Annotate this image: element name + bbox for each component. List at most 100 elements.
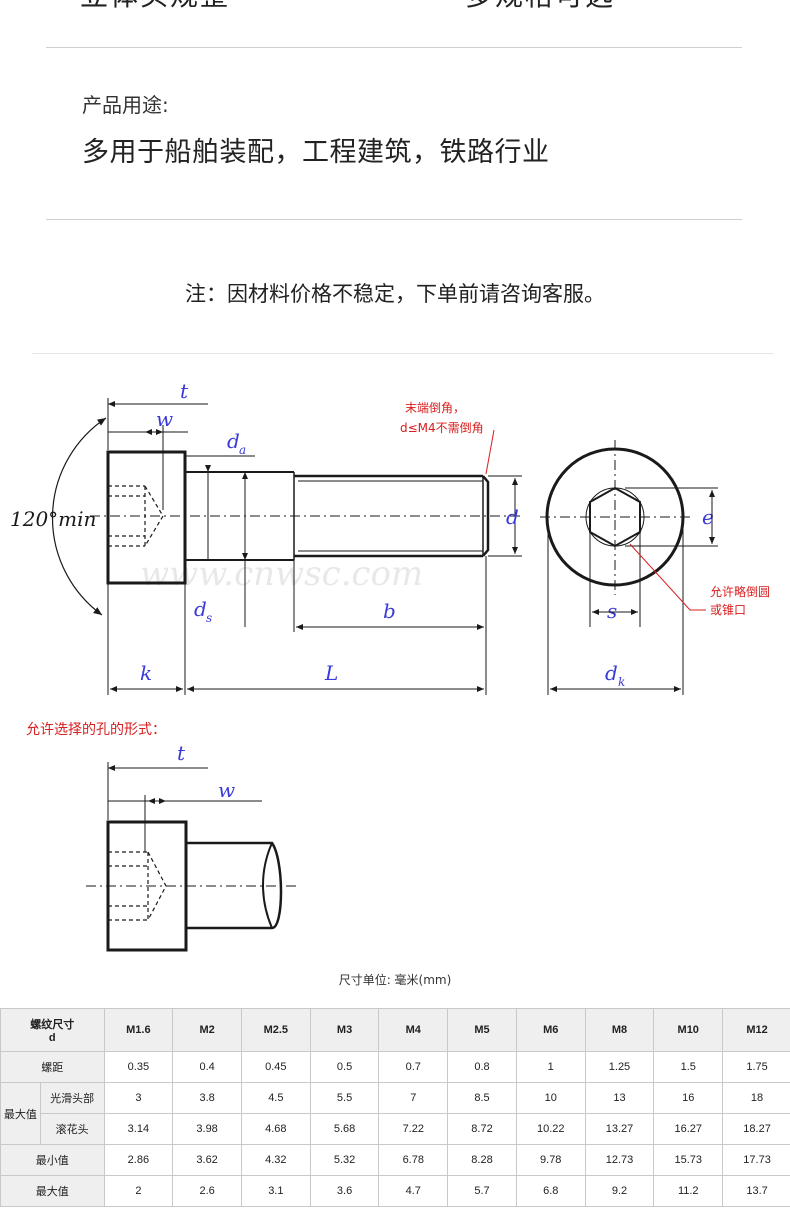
label-L: L [324,661,338,685]
table-cell: 9.2 [584,1175,655,1207]
table-cell: 4.5 [240,1082,311,1114]
row-group-label: 最大值 [0,1082,41,1145]
table-cell: 0.45 [240,1051,311,1083]
chamfer-leader [485,429,495,475]
row-label: 最大值 [0,1175,105,1207]
table-cell: 0.5 [309,1051,380,1083]
label-dk: d [605,661,618,685]
header-cut-right: 多规格可选 [465,0,615,14]
table-cell: 3.1 [240,1175,311,1207]
table-cell: 13 [584,1082,655,1114]
table-cell: 13.7 [722,1175,790,1207]
label-dk-sub: k [618,675,625,689]
table-cell: 4.68 [240,1113,311,1145]
table-cell: 3 [103,1082,174,1114]
table-cell: 4.32 [240,1144,311,1176]
corner-label: 螺纹尺寸 [30,1019,75,1031]
label-d: d [506,505,519,529]
label-s: s [607,599,617,623]
table-cell: 12.73 [584,1144,655,1176]
table-cell: 18.27 [722,1113,790,1145]
table-cell: 6.78 [378,1144,449,1176]
table-cell: 1 [515,1051,586,1083]
table-cell: 5.7 [447,1175,517,1207]
row-label: 滚花头 [39,1113,105,1145]
table-cell: 3.98 [172,1113,242,1145]
red-notes: 末端倒角， d≤M4不需倒角 允许略倒圆 或锥口 允许选择的孔的形式： [26,401,770,738]
angle-label: 120°min [10,507,96,531]
label-w: w [156,407,173,431]
label-ds: d [194,597,207,621]
note-round-2: 或锥口 [710,603,746,617]
dimension-lines [107,398,522,695]
table-cell: 1.25 [584,1051,655,1083]
table-cell: 8.5 [447,1082,517,1114]
size-header: M5 [447,1008,517,1052]
screw-side-view [90,450,520,585]
table-cell: 1.5 [653,1051,724,1083]
note-hole-forms: 允许选择的孔的形式： [26,722,166,738]
table-cell: 7.22 [378,1113,449,1145]
table-cell: 7 [378,1082,449,1114]
table-cell: 15.73 [653,1144,724,1176]
size-header: M8 [584,1008,655,1052]
table-cell: 3.6 [309,1175,380,1207]
size-header: M1.6 [103,1008,174,1052]
label-k: k [140,661,152,685]
usage-text: 多用于船舶装配，工程建筑，铁路行业 [82,137,550,168]
note-round-1: 允许略倒圆 [710,584,770,599]
divider-middle [46,219,742,220]
table-cell: 11.2 [653,1175,724,1207]
table-row: 滚花头 3.14 3.98 4.68 5.68 7.22 8.72 10.22 … [1,1113,790,1145]
alt-label-w: w [218,778,235,802]
row-label: 最小值 [0,1144,105,1176]
size-header: M4 [378,1008,449,1052]
header-cut-left: 立体头规整 [80,0,230,14]
unit-caption: 尺寸单位: 毫米(mm) [338,973,452,987]
label-da-sub: a [239,443,246,457]
table-cell: 2.6 [172,1175,242,1207]
price-note: 注：因材料价格不稳定，下单前请咨询客服。 [185,282,605,306]
header-cut-text: 立体头规整 多规格可选 [0,0,790,12]
divider-top [46,47,742,48]
table-cell: 4.7 [378,1175,449,1207]
table-cell: 8.72 [447,1113,517,1145]
label-b: b [383,599,396,623]
table-cell: 17.73 [722,1144,790,1176]
table-cell: 5.68 [309,1113,380,1145]
size-header: M10 [653,1008,724,1052]
note-end-chamfer-1: 末端倒角， [405,401,465,415]
row-label: 螺距 [0,1051,105,1083]
table-header-row: 螺纹尺寸 d M1.6 M2 M2.5 M3 M4 M5 M6 M8 M10 M… [0,1008,790,1052]
table-cell: 0.8 [447,1051,517,1083]
label-ds-sub: s [206,611,212,625]
dimension-labels: t w d a d d s b k L e s d k [140,379,714,689]
label-e: e [702,505,714,529]
label-t: t [180,379,189,403]
table-cell: 0.4 [172,1051,242,1083]
table-cell: 2 [103,1175,174,1207]
divider-drawing [32,353,774,354]
table-corner: 螺纹尺寸 d [0,1008,105,1052]
size-header: M3 [309,1008,380,1052]
table-cell: 10 [515,1082,586,1114]
table-cell: 3.14 [103,1113,174,1145]
size-header: M2 [172,1008,242,1052]
table-cell: 5.5 [309,1082,380,1114]
alt-label-t: t [177,741,186,765]
table-cell: 5.32 [309,1144,380,1176]
row-label: 光滑头部 [39,1082,105,1114]
table-cell: 9.78 [515,1144,586,1176]
corner-sub: d [48,1032,56,1044]
table-cell: 16 [653,1082,724,1114]
table-row: 最大值 光滑头部 3 3.8 4.5 5.5 7 8.5 10 13 16 18 [0,1082,790,1145]
table-cell: 0.7 [378,1051,449,1083]
usage-label: 产品用途: [82,93,169,117]
table-cell: 3.62 [172,1144,242,1176]
table-cell: 18 [722,1082,790,1114]
spec-table: 螺纹尺寸 d M1.6 M2 M2.5 M3 M4 M5 M6 M8 M10 M… [0,1008,790,1207]
table-cell: 10.22 [515,1113,586,1145]
size-header: M6 [515,1008,586,1052]
size-header: M12 [722,1008,790,1052]
table-row: 螺距 0.35 0.4 0.45 0.5 0.7 0.8 1 1.25 1.5 … [0,1051,790,1083]
